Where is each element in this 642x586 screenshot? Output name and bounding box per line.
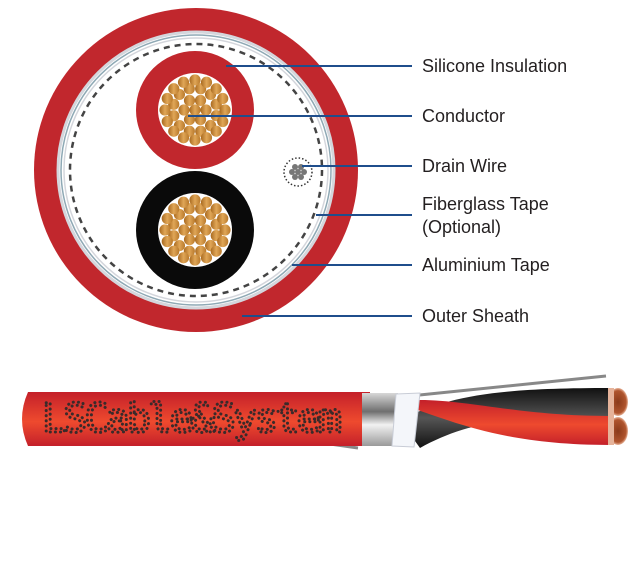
aluminium-tape-ring xyxy=(56,30,336,310)
conductor-strand xyxy=(177,196,190,208)
drain-strand xyxy=(292,164,298,170)
label-aluminium-tape: Aluminium Tape xyxy=(422,255,550,275)
drain-strand xyxy=(298,174,304,180)
conductor-strand xyxy=(217,235,229,248)
conductor-strand xyxy=(189,254,201,266)
conductor-strand xyxy=(210,203,222,215)
conductor-strand xyxy=(200,196,213,208)
conductor-strand xyxy=(161,92,173,105)
conductor-strand xyxy=(200,224,212,236)
conductor-strand xyxy=(189,74,201,86)
callouts: Silicone Insulation Conductor Drain Wire… xyxy=(188,56,567,326)
inner-ring xyxy=(63,37,329,303)
conductor-strand xyxy=(159,104,171,116)
label-silicone-insulation: Silicone Insulation xyxy=(422,56,567,76)
conductor-strand xyxy=(183,214,196,227)
conductor-strand xyxy=(178,104,190,116)
conductor-strand xyxy=(219,224,231,236)
conductor-strand xyxy=(159,224,171,236)
drain-strand xyxy=(292,174,298,180)
drain-strand xyxy=(301,169,307,175)
conductor-strand xyxy=(183,233,196,246)
fiberglass-tape-side xyxy=(391,392,421,448)
conductor-strands-bottom xyxy=(159,194,231,266)
label-conductor: Conductor xyxy=(422,106,505,126)
conductor-strand xyxy=(189,224,201,236)
conductor-strand xyxy=(161,115,173,128)
conductor-strand xyxy=(168,203,180,215)
label-drain-wire: Drain Wire xyxy=(422,156,507,176)
copper-ends-edge xyxy=(608,388,614,445)
label-fiberglass-tape: Fiberglass Tape xyxy=(422,194,549,214)
conductor-strand xyxy=(219,104,231,116)
aluminium-tape-line xyxy=(60,34,332,306)
conductor-strand xyxy=(200,76,213,88)
conductor-strand xyxy=(200,104,212,116)
conductor-strand xyxy=(168,245,180,257)
drain-strand xyxy=(289,169,295,175)
label-fiberglass-optional: (Optional) xyxy=(422,217,501,237)
conductor-strand xyxy=(177,132,190,144)
conductor-strand xyxy=(168,125,180,137)
conductor-strand xyxy=(217,92,229,105)
cable-marking: LSCable&System xyxy=(42,396,342,442)
conductor-strand xyxy=(183,94,196,107)
red-core-side xyxy=(400,400,610,445)
drain-wire-strands xyxy=(289,164,307,180)
conductor-strand xyxy=(210,83,222,95)
outer-sheath-side xyxy=(22,392,370,446)
conductor-strand xyxy=(200,132,213,144)
conductor-strand xyxy=(217,212,229,225)
cable-side-view: LSCable&System xyxy=(22,374,628,450)
drain-wire-strand xyxy=(389,374,607,400)
conductor-strand xyxy=(210,245,222,257)
conductor-strand xyxy=(161,235,173,248)
conductor-strand xyxy=(194,94,207,107)
conductor-strand xyxy=(210,125,222,137)
conductor-strand xyxy=(177,76,190,88)
conductor-strand xyxy=(200,252,213,264)
conductor-strand xyxy=(194,233,207,246)
conductor-strand xyxy=(177,252,190,264)
conductor-strand xyxy=(178,224,190,236)
aluminium-tape-side xyxy=(362,393,398,446)
conductor-strand xyxy=(217,115,229,128)
fiberglass-tape-dashed xyxy=(68,42,324,298)
cross-section xyxy=(34,8,358,332)
conductor-strand xyxy=(194,214,207,227)
drain-strand xyxy=(295,169,301,175)
conductor-strand xyxy=(161,212,173,225)
conductor-strand xyxy=(189,134,201,146)
conductor-strand xyxy=(189,104,201,116)
conductor-strands-top xyxy=(159,74,231,146)
conductor-strand xyxy=(168,83,180,95)
conductor-strand xyxy=(189,194,201,206)
label-outer-sheath: Outer Sheath xyxy=(422,306,529,326)
